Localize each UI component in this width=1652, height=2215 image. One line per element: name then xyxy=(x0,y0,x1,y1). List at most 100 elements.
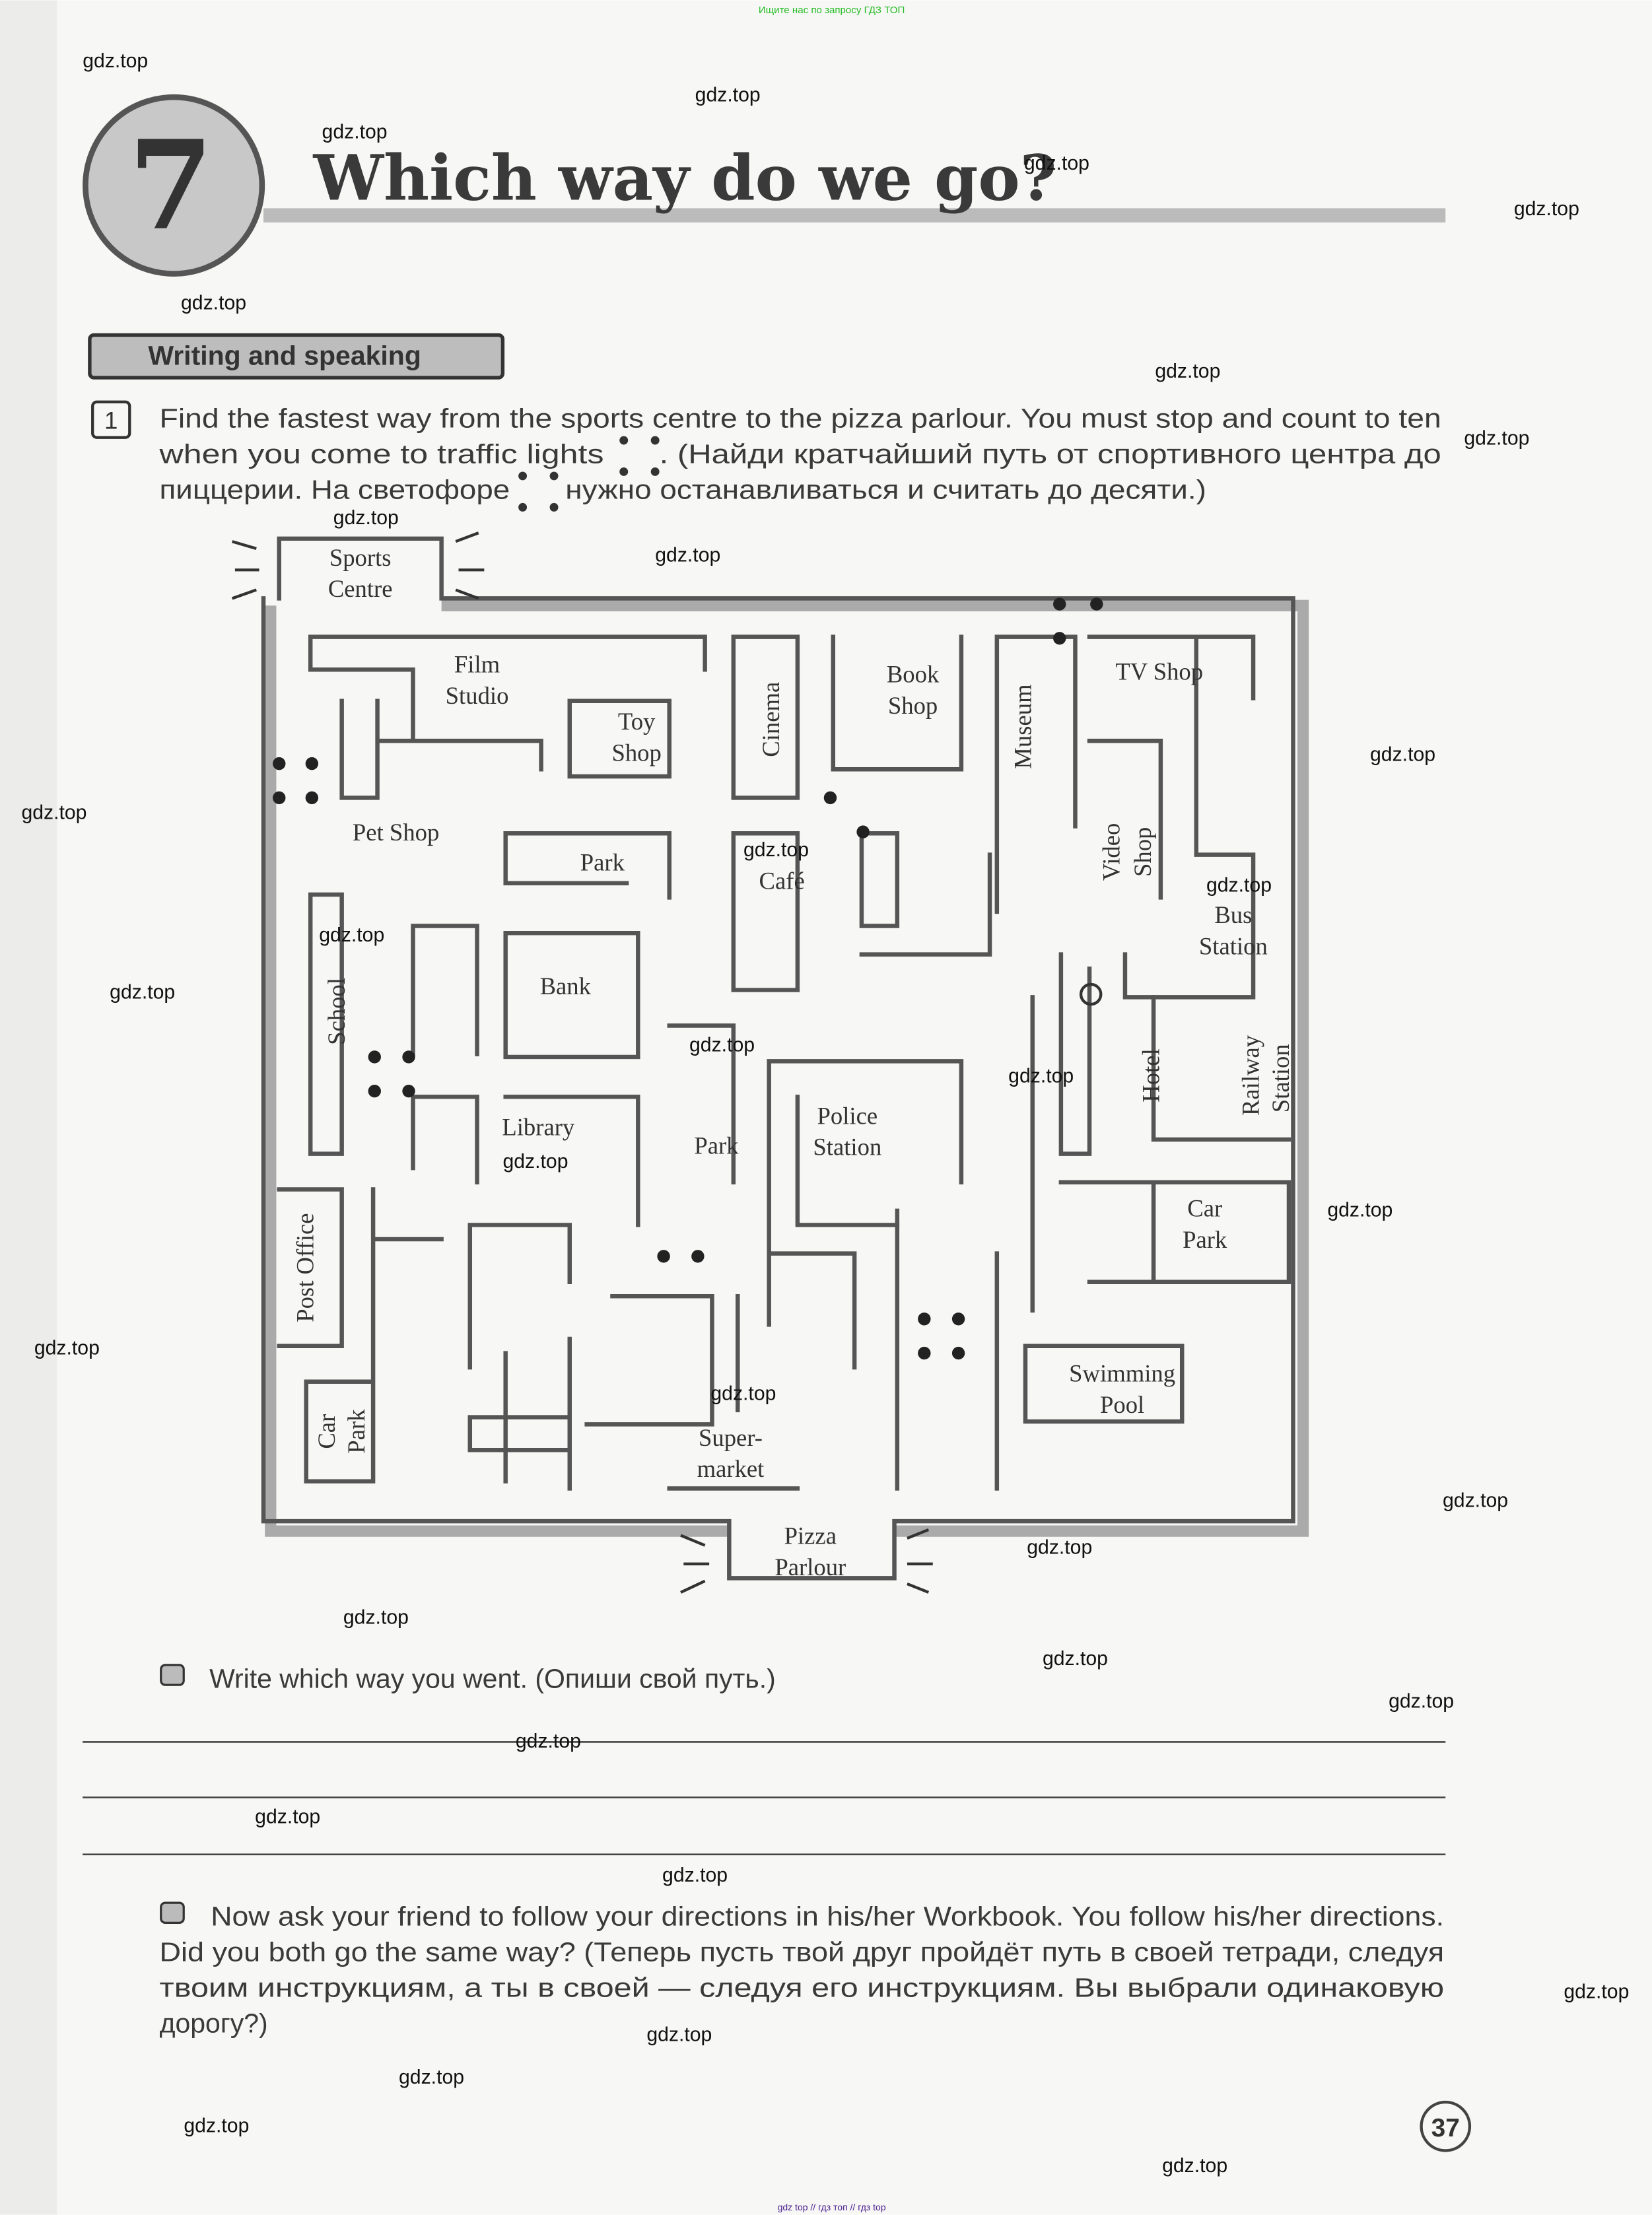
ask-task: Now ask your friend to follow your direc… xyxy=(160,1901,1445,2039)
place-supermarket: market xyxy=(697,1455,765,1482)
watermark-link[interactable]: gdz.top xyxy=(181,292,246,314)
watermark-link[interactable]: gdz.top xyxy=(646,2024,712,2045)
place-pet-shop: Pet Shop xyxy=(353,819,439,846)
traffic-lights xyxy=(273,597,1103,1360)
watermark-link[interactable]: gdz.top xyxy=(1370,743,1435,765)
svg-text:Write which way you went. (Опи: Write which way you went. (Опиши свой пу… xyxy=(209,1663,776,1693)
place-railway-station: Station xyxy=(1267,1044,1294,1112)
bottom-banner[interactable]: gdz top // гдз топ // гдз top xyxy=(778,2202,886,2212)
place-school: School xyxy=(323,978,350,1045)
svg-text:Centre: Centre xyxy=(328,575,393,602)
place-bus-station: Bus xyxy=(1214,901,1252,928)
watermark-link[interactable]: gdz.top xyxy=(322,121,388,143)
svg-text:пиццерии. На светофоре: пиццерии. На светофоре xyxy=(160,474,510,504)
place-railway-station: Railway xyxy=(1237,1035,1264,1116)
place-book-shop: Book xyxy=(887,661,940,688)
watermarks: gdz.top gdz.top gdz.top gdz.top gdz.top gdz.t… xyxy=(21,50,1629,2177)
place-toy-shop: Shop xyxy=(611,739,661,766)
svg-text:Find the fastest way from the: Find the fastest way from the sports cen… xyxy=(160,403,1441,434)
watermark-link[interactable]: gdz.top xyxy=(695,85,761,106)
watermark-link[interactable]: gdz.top xyxy=(255,1806,320,1827)
checkbox-icon xyxy=(160,1664,185,1686)
unit-number: 7 xyxy=(128,114,213,257)
place-toy-shop: Toy xyxy=(618,708,656,735)
watermark-link[interactable]: gdz.top xyxy=(1514,198,1579,220)
place-film-studio: Film xyxy=(454,651,500,678)
place-book-shop: Shop xyxy=(888,692,938,719)
watermark-link[interactable]: gdz.top xyxy=(502,1151,568,1173)
checkbox-icon xyxy=(160,1901,185,1924)
watermark-link[interactable]: gdz.top xyxy=(1206,875,1272,897)
watermark-link[interactable]: gdz.top xyxy=(83,50,148,72)
answer-lines[interactable] xyxy=(83,1741,1446,1856)
watermark-link[interactable]: gdz.top xyxy=(516,1730,581,1752)
svg-text:when you come to traffic light: when you come to traffic lights xyxy=(158,439,603,469)
watermark-link[interactable]: gdz.top xyxy=(662,1864,728,1886)
place-police-station: Station xyxy=(813,1134,881,1161)
svg-text:1: 1 xyxy=(104,407,118,434)
place-tv-shop: TV Shop xyxy=(1115,658,1203,685)
place-hotel: Hotel xyxy=(1138,1048,1165,1102)
place-park: Park xyxy=(694,1132,739,1159)
task-number-box xyxy=(91,400,131,439)
place-bank: Bank xyxy=(540,972,592,1000)
place-video-shop: Video xyxy=(1097,823,1124,881)
place-car-park: Park xyxy=(1183,1226,1227,1253)
write-task: Write which way you went. (Опиши свой пу… xyxy=(160,1663,776,1693)
watermark-link[interactable]: gdz.top xyxy=(1155,360,1220,382)
place-supermarket: Super- xyxy=(699,1424,763,1451)
place-swimming-pool: Pool xyxy=(1100,1391,1144,1418)
task-1: 1 Find the fastest way from the sports c… xyxy=(91,400,1441,512)
watermark-link[interactable]: gdz.top xyxy=(710,1383,776,1405)
watermark-link[interactable]: gdz.top xyxy=(1327,1200,1393,1221)
watermark-link[interactable]: gdz.top xyxy=(399,2066,464,2088)
start-sports-centre: Sports Centre xyxy=(328,544,393,602)
top-banner[interactable]: Ищите нас по запросу ГДЗ ТОП xyxy=(759,5,905,16)
place-car-park: Car xyxy=(313,1414,340,1449)
watermark-link[interactable]: gdz.top xyxy=(21,802,86,824)
watermark-link[interactable]: gdz.top xyxy=(1162,2155,1227,2177)
watermark-link[interactable]: gdz.top xyxy=(1008,1066,1074,1087)
place-video-shop: Shop xyxy=(1129,827,1156,877)
place-park: Park xyxy=(580,848,625,875)
place-film-studio: Studio xyxy=(446,682,509,709)
watermark-link[interactable]: gdz.top xyxy=(319,924,384,946)
watermark-link[interactable]: gdz.top xyxy=(1443,1490,1508,1512)
page-title: Which way do we go? xyxy=(313,141,1057,215)
watermark-link[interactable]: gdz.top xyxy=(655,544,720,566)
watermark-link[interactable]: gdz.top xyxy=(1389,1691,1454,1713)
svg-text:твоим инструкциям, а ты в свое: твоим инструкциям, а ты в своей — следуя… xyxy=(160,1972,1445,2002)
place-car-park: Park xyxy=(343,1409,370,1454)
watermark-link[interactable]: gdz.top xyxy=(34,1338,100,1359)
watermark-link[interactable]: gdz.top xyxy=(110,981,175,1003)
watermark-link[interactable]: gdz.top xyxy=(1564,1981,1629,2003)
svg-text:. (Найди кратчайший путь от сп: . (Найди кратчайший путь от спортивного … xyxy=(660,439,1441,469)
watermark-link[interactable]: gdz.top xyxy=(1024,153,1089,174)
watermark-link[interactable]: gdz.top xyxy=(184,2115,249,2136)
svg-text:Sports: Sports xyxy=(329,544,392,571)
svg-text:Now ask your friend to follow: Now ask your friend to follow your direc… xyxy=(211,1901,1444,1932)
svg-text:37: 37 xyxy=(1431,2114,1460,2142)
unit-header: 7 Which way do we go? xyxy=(83,94,1446,277)
traffic-light-icon xyxy=(518,471,559,512)
place-post-office: Post Office xyxy=(292,1213,319,1322)
place-library: Library xyxy=(502,1114,575,1141)
watermark-link[interactable]: gdz.top xyxy=(1464,427,1529,449)
maze: Sports Centre Pizza Parlour Film Studio … xyxy=(231,531,1309,1594)
place-cinema: Cinema xyxy=(757,682,784,757)
place-museum: Museum xyxy=(1010,684,1037,768)
watermark-link[interactable]: gdz.top xyxy=(1043,1648,1108,1670)
watermark-link[interactable]: gdz.top xyxy=(743,839,809,861)
title-underline xyxy=(263,208,1446,222)
svg-text:Parlour: Parlour xyxy=(774,1553,846,1581)
watermark-link[interactable]: gdz.top xyxy=(343,1606,409,1628)
roundabout-icon xyxy=(1079,982,1103,1006)
svg-text:Did you both go the same way?: Did you both go the same way? (Теперь пу… xyxy=(160,1937,1445,1967)
unit-number-badge xyxy=(83,94,265,277)
watermark-link[interactable]: gdz.top xyxy=(333,507,399,529)
place-swimming-pool: Swimming xyxy=(1069,1360,1175,1387)
watermark-link[interactable]: gdz.top xyxy=(689,1034,755,1056)
finish-pizza-parlour: Pizza Parlour xyxy=(774,1522,846,1581)
watermark-link[interactable]: gdz.top xyxy=(1027,1537,1092,1559)
